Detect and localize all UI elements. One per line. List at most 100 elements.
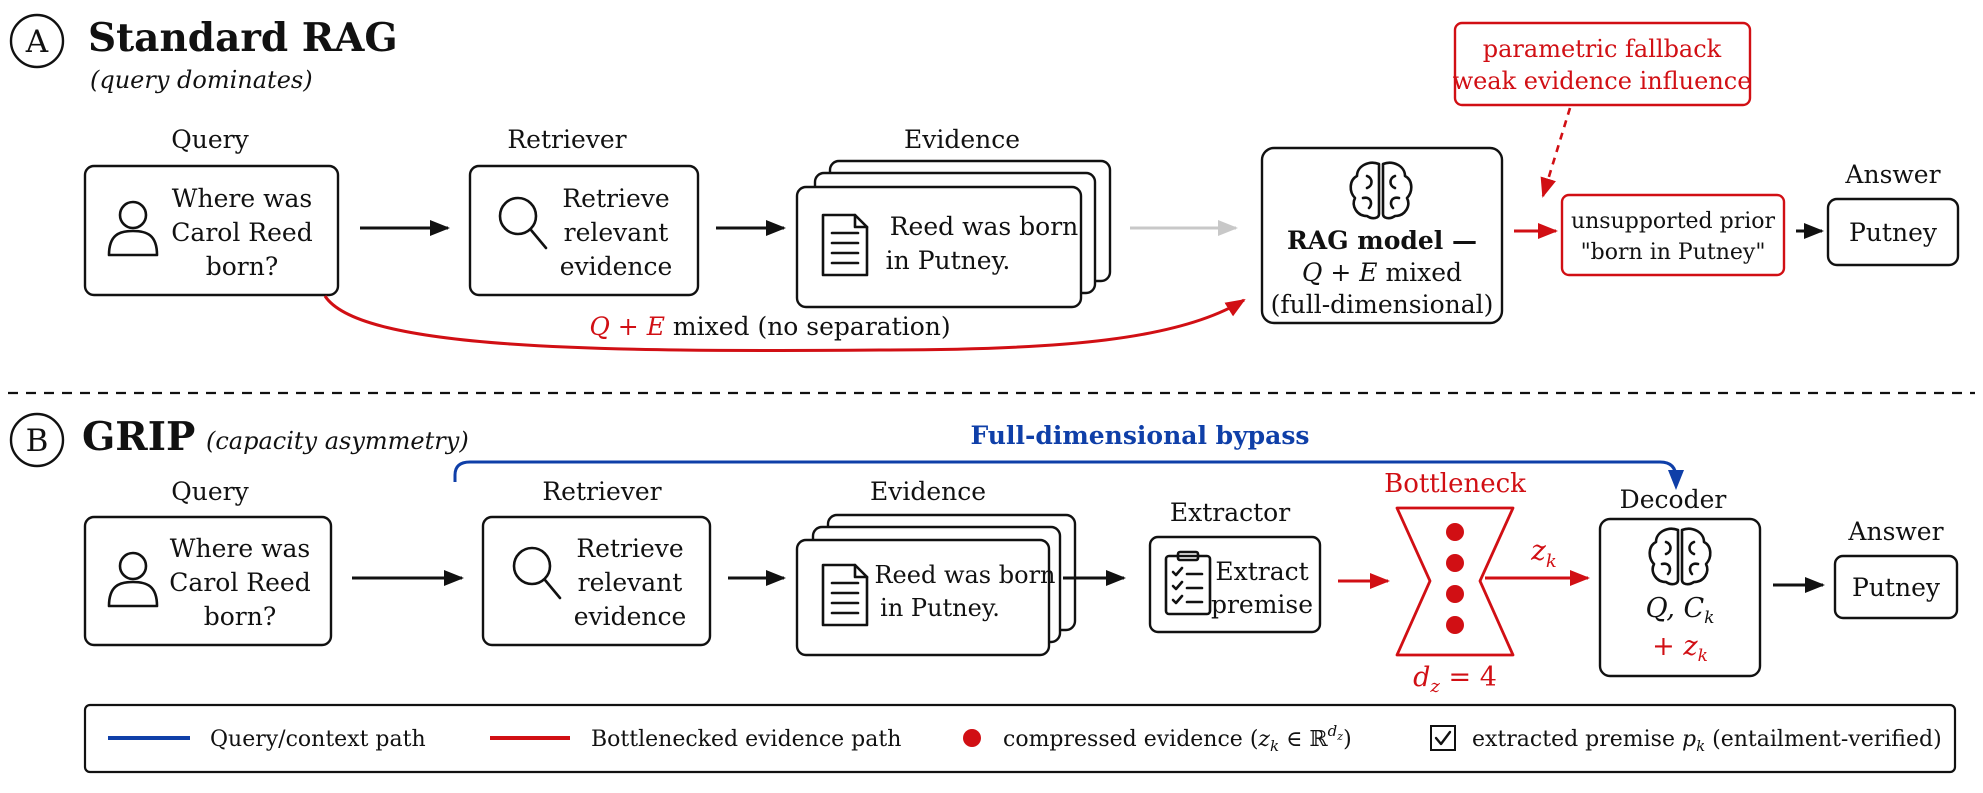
- b-decoder-q-sub: k: [1704, 608, 1714, 628]
- a-model-dim: (full-dimensional): [1271, 290, 1494, 319]
- bottleneck-dot: [1446, 554, 1464, 572]
- a-answer-text: Putney: [1849, 218, 1938, 247]
- b-evidence-line1: Reed was born: [874, 561, 1055, 589]
- legend-checkbox: [1430, 725, 1456, 751]
- b-query-label: Query: [171, 477, 249, 506]
- a-retriever-line2: relevant: [564, 218, 669, 247]
- legend-compressed-prefix: compressed evidence (: [1003, 727, 1258, 752]
- b-query-box: [83, 515, 333, 647]
- legend-premise-sub: k: [1696, 737, 1705, 755]
- a-callout-box: [1453, 21, 1752, 107]
- b-bypass-path: [453, 460, 1684, 490]
- a-mixed-math: Q + E: [589, 312, 665, 341]
- a-query-line2: Carol Reed: [171, 218, 312, 247]
- a-model-line2: Q + E mixed: [1302, 258, 1462, 287]
- a-query-line3: born?: [206, 252, 279, 281]
- legend-compressed-suffix: ): [1343, 727, 1352, 752]
- panel-a-title: Standard RAG: [88, 15, 398, 61]
- legend-compressed-sup: d: [1328, 722, 1338, 740]
- b-bottleneck-shape: [1395, 506, 1515, 657]
- b-zk-label: zk: [1530, 534, 1557, 572]
- b-decoder-line1: Q, Ck: [1646, 593, 1715, 628]
- legend-compressed-supsub: z: [1336, 730, 1343, 743]
- b-dz-label: dz = 4: [1413, 662, 1497, 697]
- a-retriever-box: [468, 164, 700, 297]
- a-retriever-line3: evidence: [560, 252, 673, 281]
- b-extractor-label: Extractor: [1170, 498, 1290, 527]
- bottleneck-dot: [1446, 585, 1464, 603]
- b-dz-sub: z: [1429, 676, 1440, 697]
- b-query-line3: born?: [204, 602, 277, 631]
- a-query-label: Query: [171, 125, 249, 154]
- b-decoder-label: Decoder: [1620, 485, 1727, 514]
- a-callout-line1: parametric fallback: [1483, 35, 1722, 63]
- panel-a-marker-circle: [9, 13, 65, 69]
- a-callout-arrow: [1540, 107, 1572, 198]
- a-prior-line2: "born in Putney": [1581, 240, 1766, 265]
- b-retriever-label: Retriever: [542, 477, 661, 506]
- bottleneck-dot: [1446, 616, 1464, 634]
- b-decoder-z-sub: k: [1698, 646, 1708, 666]
- legend: Query/context path Bottlenecked evidence…: [83, 703, 1957, 774]
- a-mixed-path: [323, 295, 1246, 352]
- a-answer-label: Answer: [1844, 160, 1940, 189]
- b-query-line1: Where was: [170, 534, 310, 563]
- legend-bottleneck-path: Bottlenecked evidence path: [591, 727, 901, 752]
- panel-b: B GRIP (capacity asymmetry) Full-dimensi…: [9, 412, 1959, 697]
- legend-compressed-sub: k: [1270, 737, 1279, 755]
- check-icon: [1434, 730, 1452, 746]
- b-answer-label: Answer: [1847, 517, 1943, 546]
- b-bypass-label: Full-dimensional bypass: [970, 421, 1309, 450]
- b-dz-var: d: [1413, 662, 1430, 693]
- legend-red-dot: [963, 729, 981, 747]
- b-extractor-line2: premise: [1211, 590, 1313, 619]
- b-retriever-line1: Retrieve: [576, 534, 683, 563]
- b-answer-box: [1833, 554, 1959, 620]
- b-evidence-label: Evidence: [870, 477, 986, 506]
- panel-a: A Standard RAG (query dominates) Query W…: [9, 13, 1960, 352]
- legend-query-path: Query/context path: [210, 727, 426, 752]
- legend-premise-suffix: (entailment-verified): [1705, 727, 1941, 752]
- b-decoder-line2: + zk: [1652, 631, 1708, 666]
- legend-premise-math: p: [1682, 727, 1696, 752]
- b-decoder-box: [1598, 517, 1762, 678]
- legend-box: [83, 703, 1957, 774]
- legend-compressed-in: ∈ ℝ: [1279, 727, 1328, 752]
- legend-compressed-math: z: [1257, 727, 1270, 752]
- b-retriever-line2: relevant: [578, 568, 683, 597]
- bottleneck-dot: [1446, 523, 1464, 541]
- a-answer-box: [1826, 197, 1960, 267]
- a-mixed-label: Q + E mixed (no separation): [589, 312, 950, 341]
- legend-premise-prefix: extracted premise: [1472, 727, 1682, 752]
- panel-a-marker: A: [25, 24, 49, 60]
- a-prior-line1: unsupported prior: [1571, 209, 1776, 234]
- b-extractor-line1: Extract: [1215, 557, 1308, 586]
- panel-b-title: GRIP: [82, 414, 195, 460]
- b-retriever-line3: evidence: [574, 602, 687, 631]
- a-rag-model-box: [1260, 146, 1504, 325]
- a-query-box: [83, 164, 340, 297]
- a-mixed-text: mixed (no separation): [665, 312, 951, 341]
- panel-b-marker: B: [26, 423, 49, 459]
- a-retriever-line1: Retrieve: [562, 184, 669, 213]
- a-prior-box: [1560, 193, 1786, 277]
- a-evidence-line2: in Putney.: [886, 246, 1011, 275]
- panel-b-marker-circle: [9, 412, 65, 468]
- b-zk-sub: k: [1546, 551, 1557, 572]
- panel-b-subtitle: (capacity asymmetry): [206, 427, 469, 455]
- a-evidence-label: Evidence: [904, 125, 1020, 154]
- a-evidence-line1: Reed was born: [890, 212, 1079, 241]
- a-evidence-card: [795, 185, 1083, 309]
- b-bottleneck-label: Bottleneck: [1384, 469, 1526, 499]
- b-evidence-line2: in Putney.: [880, 594, 1000, 622]
- panel-a-subtitle: (query dominates): [90, 66, 313, 94]
- b-dz-value: = 4: [1440, 662, 1497, 693]
- legend-premise: extracted premise pk (entailment-verifie…: [1472, 727, 1942, 755]
- b-decoder-q: Q, C: [1646, 593, 1705, 624]
- a-retriever-label: Retriever: [507, 125, 626, 154]
- b-answer-text: Putney: [1852, 573, 1941, 602]
- b-decoder-z: + z: [1652, 631, 1698, 662]
- legend-compressed: compressed evidence (zk ∈ ℝdz): [1003, 722, 1352, 755]
- a-query-line1: Where was: [172, 184, 312, 213]
